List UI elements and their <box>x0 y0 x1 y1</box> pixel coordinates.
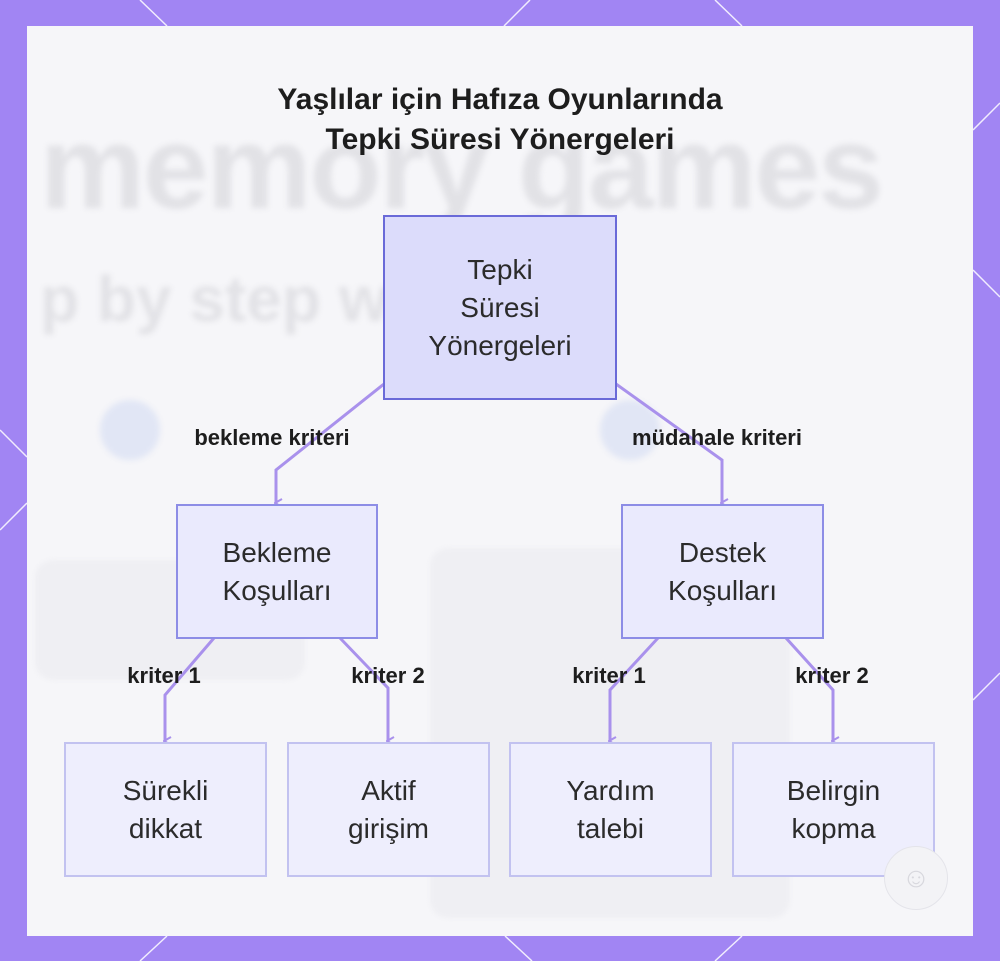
root-node: Tepki Süresi Yönergeleri <box>383 215 617 400</box>
leaf-node-2: Aktif girişim <box>287 742 490 877</box>
edge-label-right: müdahale kriteri <box>632 425 802 450</box>
background-heading: memory games <box>40 102 884 234</box>
edge-right-to-leaf-3 <box>610 636 660 741</box>
right-node-line-2: Koşulları <box>668 574 777 606</box>
watermark-badge-icon: ☺ <box>884 846 948 910</box>
edge-label-left: bekleme kriteri <box>194 425 350 450</box>
edge-right-to-leaf-4 <box>784 636 833 741</box>
background-subheading: p by step wi <box>40 263 407 335</box>
edge-label-left-criterion-2: kriter 2 <box>351 663 425 688</box>
edge-root-to-right <box>614 382 722 503</box>
edge-left-to-leaf-2 <box>338 636 388 741</box>
edge-left-to-leaf-1 <box>165 636 216 741</box>
leaf-1-line-2: dikkat <box>128 812 203 844</box>
root-node-line-1: Tepki <box>467 253 533 285</box>
title-line-1: Yaşlılar için Hafıza Oyunlarında <box>277 83 723 116</box>
left-branch-node: Bekleme Koşulları <box>176 504 378 639</box>
right-node-line-1: Destek <box>678 536 767 568</box>
edge-label-right-criterion-2: kriter 2 <box>795 663 869 688</box>
edge-root-to-left <box>276 382 386 503</box>
diagram-title: Yaşlılar için Hafıza Oyunlarında Tepki S… <box>0 80 1000 160</box>
left-node-line-1: Bekleme <box>222 536 332 568</box>
leaf-3-line-2: talebi <box>577 812 644 844</box>
left-node-line-2: Koşulları <box>222 574 332 606</box>
edge-label-left-criterion-1: kriter 1 <box>127 663 201 688</box>
title-line-2: Tepki Süresi Yönergeleri <box>325 123 675 156</box>
leaf-2-line-1: Aktif <box>361 774 416 806</box>
leaf-1-line-1: Sürekli <box>122 774 209 806</box>
leaf-2-line-2: girişim <box>348 812 429 844</box>
edge-label-right-criterion-1: kriter 1 <box>572 663 646 688</box>
leaf-3-line-1: Yardım <box>566 774 655 806</box>
right-branch-node: Destek Koşulları <box>621 504 824 639</box>
root-node-line-3: Yönergeleri <box>428 329 572 361</box>
leaf-4-line-1: Belirgin <box>786 774 881 806</box>
leaf-node-3: Yardım talebi <box>509 742 712 877</box>
root-node-line-2: Süresi <box>460 291 540 323</box>
leaf-node-1: Sürekli dikkat <box>64 742 267 877</box>
background-circle-icon <box>100 400 160 460</box>
leaf-4-line-2: kopma <box>791 812 876 844</box>
